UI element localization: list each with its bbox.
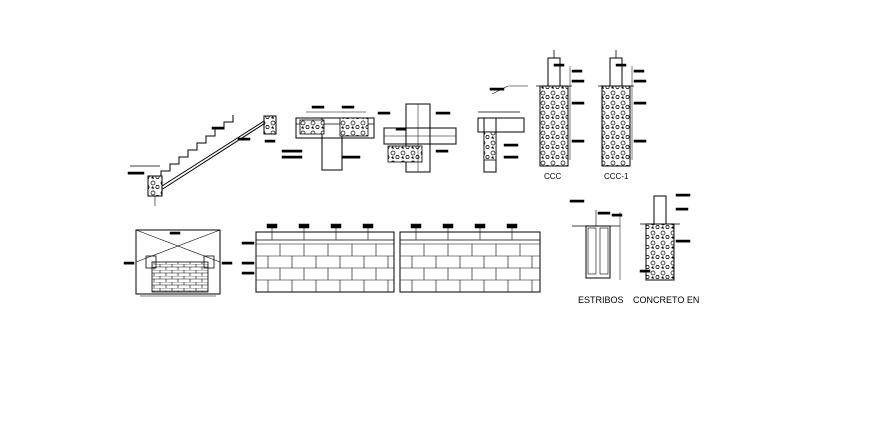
stair-section: [127, 115, 277, 206]
column-beam-junction: [377, 103, 457, 173]
footing-ccc: [536, 50, 585, 167]
wall-roof-junction: [477, 85, 528, 173]
concreto-footing: [639, 193, 691, 281]
label-ccc: CCC: [544, 172, 562, 181]
pit-elevation: [123, 229, 233, 297]
beam-slab-detail: [281, 105, 375, 171]
footing-ccc-1: [598, 50, 647, 167]
label-estribos: ESTRIBOS: [578, 295, 624, 305]
label-ccc-1: CCC-1: [604, 172, 629, 181]
estribos-columns: [569, 199, 623, 280]
label-concreto-en: CONCRETO EN: [633, 295, 699, 305]
brick-wall-right: [399, 223, 541, 293]
brick-wall-left: [255, 223, 395, 293]
brick-wall-annotations: [241, 241, 255, 275]
